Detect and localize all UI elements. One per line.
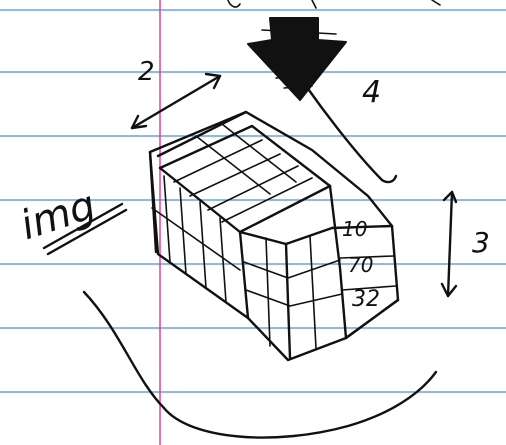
ruled-lines: [0, 9, 506, 393]
pointer-line: [304, 84, 398, 184]
face-value-bottom: 32: [352, 287, 380, 312]
face-value-middle: 70: [348, 253, 373, 277]
bottom-curve: [82, 290, 438, 439]
height-label: 3: [472, 226, 490, 259]
down-arrow-sketch: [247, 17, 347, 101]
cuboid-sketch: [148, 110, 400, 362]
width-label: 2: [138, 57, 155, 87]
width-dimension-arrow: [130, 72, 222, 130]
height-dimension-arrow: [440, 190, 458, 298]
face-value-top: 10: [342, 217, 367, 241]
top-stray-strokes: [227, 0, 441, 9]
depth-label: 4: [362, 75, 381, 110]
side-label-underline: [42, 202, 128, 256]
